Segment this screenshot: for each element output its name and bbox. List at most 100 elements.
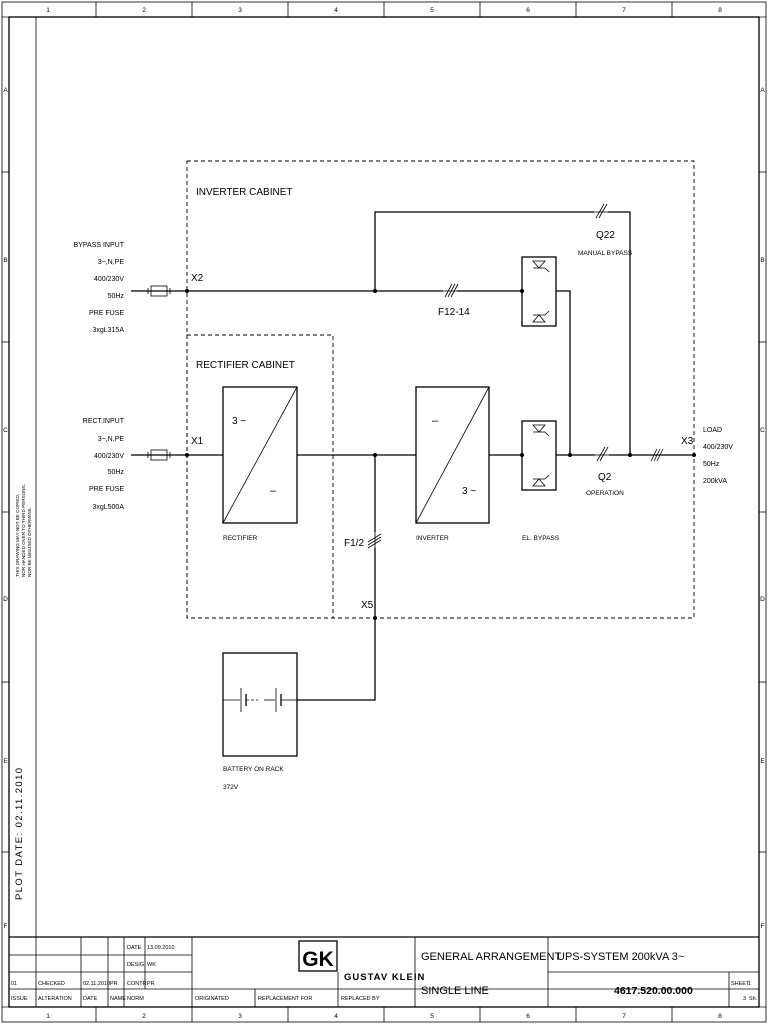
f1-2-label: F1/2 (344, 538, 364, 549)
svg-text:50Hz: 50Hz (108, 469, 125, 476)
column-label-bottom: 6 (526, 1013, 530, 1020)
footer-norm: NORM (127, 996, 144, 1002)
svg-text:3xgL315A: 3xgL315A (92, 327, 124, 334)
row-label-right: C (760, 427, 765, 434)
column-label-bottom: 5 (430, 1013, 434, 1020)
f12-14-fuse-icon (443, 283, 459, 298)
footer-alteration: ALTERATION (38, 996, 72, 1002)
bypass-input-label: BYPASS INPUT 3~,N,PE 400/230V 50Hz PRE F… (74, 242, 125, 334)
footer-replaced-by: REPLACED BY (341, 996, 380, 1002)
battery-label: BATTERY ON RACK (223, 766, 284, 773)
junction-dots (185, 289, 696, 620)
footer-replacement-for: REPLACEMENT FOR (258, 996, 312, 1002)
q22-switch-icon (594, 203, 608, 219)
column-label-bottom: 8 (718, 1013, 722, 1020)
row-label-left: C (3, 427, 8, 434)
el-bypass-label: EL. BYPASS (522, 535, 560, 542)
column-label-bottom: 4 (334, 1013, 338, 1020)
el-bypass-thyristor-icon (521, 420, 557, 491)
row-label-right: B (760, 257, 764, 264)
inverter-block (415, 386, 490, 524)
row-label-left: F (4, 923, 8, 930)
sheets-suffix: Sh. (749, 996, 758, 1002)
column-label-top: 2 (142, 7, 146, 14)
sheet-number: 1 (748, 981, 751, 987)
svg-text:400/230V: 400/230V (94, 453, 124, 460)
svg-text:BYPASS INPUT: BYPASS INPUT (74, 242, 125, 249)
company-name: GUSTAV KLEIN (344, 972, 425, 983)
svg-text:PRE FUSE: PRE FUSE (89, 310, 124, 317)
product-title: UPS-SYSTEM 200kVA 3~ (557, 951, 684, 963)
battery-icon (222, 652, 298, 757)
row-label-right: F (761, 923, 765, 930)
row-label-left: D (3, 596, 8, 603)
column-label-top: 5 (430, 7, 434, 14)
field-label: CONTR (127, 981, 147, 987)
f12-14-label: F12-14 (438, 307, 470, 318)
svg-text:400/230V: 400/230V (94, 276, 124, 283)
column-label-bottom: 2 (142, 1013, 146, 1020)
inverter-ac-symbol: 3 ~ (462, 486, 476, 497)
alteration-cell: CHECKED (38, 981, 65, 987)
footer-originated: ORIGINATED (195, 996, 229, 1002)
column-label-top: 6 (526, 7, 530, 14)
drawing-title-2: SINGLE LINE (421, 985, 489, 997)
title-block: 01 CHECKED 02.11.2010 PR DATE 13.09.2010… (9, 936, 759, 1007)
rectifier-ac-symbol: 3 ~ (232, 416, 246, 427)
svg-text:3~,N,PE: 3~,N,PE (98, 436, 125, 443)
row-label-left: B (3, 257, 7, 264)
operation-label: OPERATION (586, 490, 624, 497)
bypass-prefuse-icon (147, 285, 171, 297)
load-label: LOAD 400/230V 50Hz 200kVA (703, 427, 733, 485)
field-label: DESIG (127, 962, 144, 968)
name-cell: PR (110, 981, 118, 987)
svg-text:50Hz: 50Hz (108, 293, 125, 300)
battery-voltage-label: 372V (223, 784, 239, 791)
drawing-title-1: GENERAL ARRANGEMENT (421, 951, 561, 963)
manual-bypass-label: MANUAL BYPASS (578, 250, 633, 257)
drawing-number: 4617.520.00.000 (614, 985, 693, 997)
inverter-cabinet-outline (186, 160, 695, 619)
inverter-cabinet-label: INVERTER CABINET (196, 187, 293, 198)
q2-switch-icon (595, 446, 609, 462)
q22-label: Q22 (596, 230, 615, 241)
wiring (131, 211, 694, 701)
footer-date: DATE (83, 996, 98, 1002)
svg-text:NOR HANDED OVER TO THIRD PERSO: NOR HANDED OVER TO THIRD PERSONS, (21, 484, 26, 577)
field-label: DATE (127, 945, 142, 951)
column-label-bottom: 3 (238, 1013, 242, 1020)
f1-2-fuse-icon (367, 532, 382, 549)
field-value: PR (147, 981, 155, 987)
inverter-label: INVERTER (416, 535, 449, 542)
svg-text:RECT.INPUT: RECT.INPUT (83, 418, 125, 425)
terminal-x3: X3 (681, 436, 694, 447)
column-label-top: 3 (238, 7, 242, 14)
rect-prefuse-icon (147, 449, 171, 461)
svg-text:3xgL500A: 3xgL500A (92, 504, 124, 511)
rect-input-label: RECT.INPUT 3~,N,PE 400/230V 50Hz PRE FUS… (83, 418, 125, 511)
inverter-dc-symbol: – (432, 415, 439, 427)
field-value: WK (147, 962, 156, 968)
total-sheets: 3 (743, 996, 746, 1002)
row-label-right: D (760, 596, 765, 603)
svg-text:PRE FUSE: PRE FUSE (89, 486, 124, 493)
row-label-left: E (3, 758, 8, 765)
rectifier-label: RECTIFIER (223, 535, 258, 542)
load-line-hatch-icon (650, 448, 664, 462)
svg-text:3~,N,PE: 3~,N,PE (98, 259, 125, 266)
column-label-top: 8 (718, 7, 722, 14)
rectifier-dc-symbol: – (270, 485, 277, 497)
bypass-thyristor-icon (521, 256, 557, 327)
svg-text:200kVA: 200kVA (703, 478, 727, 485)
svg-text:NOR BE MISUSED OTHERWISE.: NOR BE MISUSED OTHERWISE. (27, 507, 32, 577)
field-value: 13.09.2010 (147, 945, 175, 951)
footer-name: NAME (110, 996, 126, 1002)
svg-text:400/230V: 400/230V (703, 444, 733, 451)
terminal-x5: X5 (361, 600, 374, 611)
plot-date: PLOT DATE: 02.11.2010 (14, 767, 25, 900)
svg-text:LOAD: LOAD (703, 427, 722, 434)
column-label-top: 4 (334, 7, 338, 14)
footer-issue: ISSUE (11, 996, 28, 1002)
rectifier-cabinet-outline (186, 334, 334, 619)
